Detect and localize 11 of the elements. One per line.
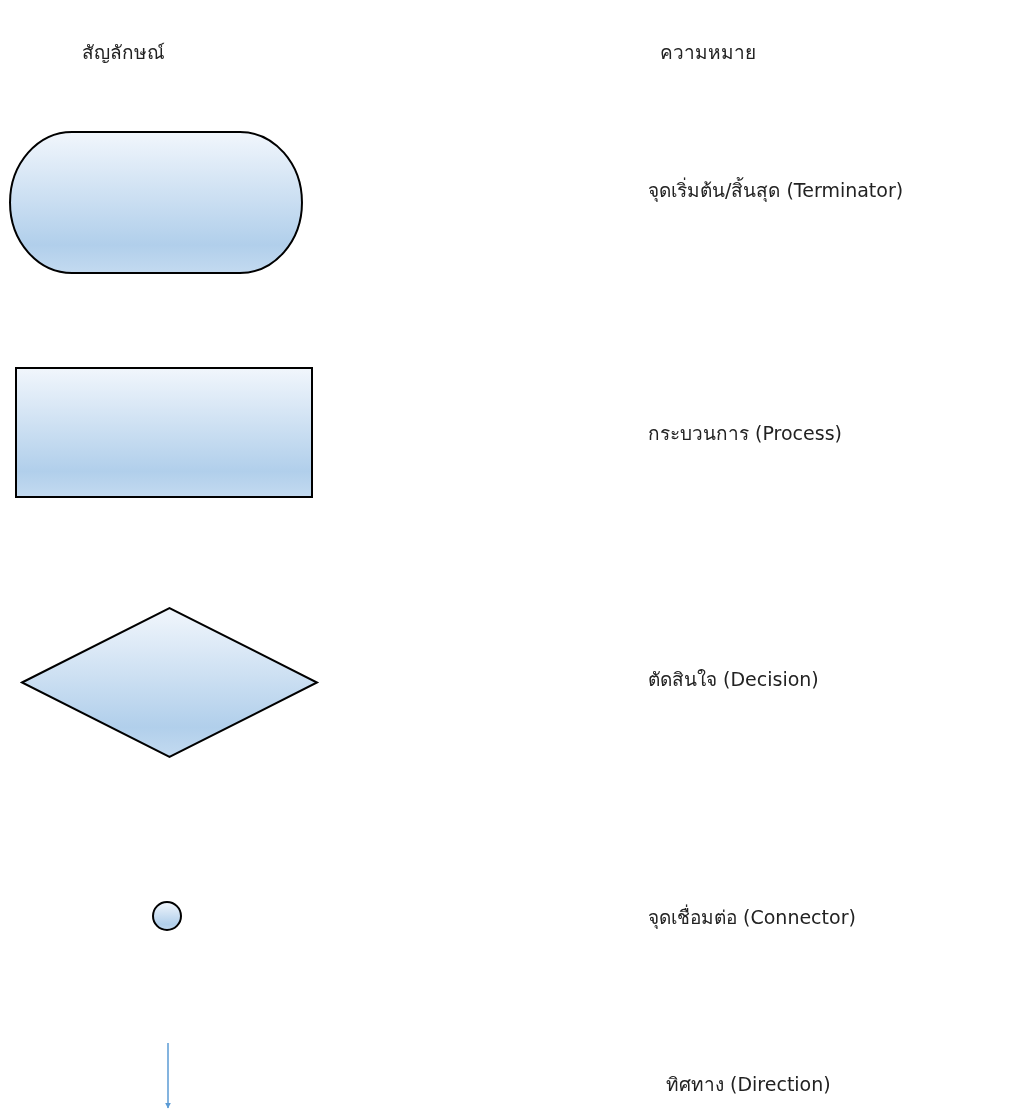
symbol-meaning: ทิศทาง (Direction) xyxy=(666,1072,831,1097)
column-header: ความหมาย xyxy=(660,40,756,65)
connector-symbol xyxy=(152,901,182,931)
terminator-symbol xyxy=(9,131,303,274)
symbol-meaning: จุดเชื่อมต่อ (Connector) xyxy=(648,905,856,930)
symbol-meaning: ตัดสินใจ (Decision) xyxy=(648,667,819,692)
column-header: สัญลักษณ์ xyxy=(82,40,165,65)
process-symbol xyxy=(15,367,313,498)
decision-symbol xyxy=(19,606,320,759)
symbol-meaning: จุดเริ่มต้น/สิ้นสุด (Terminator) xyxy=(648,178,904,203)
symbol-meaning: กระบวนการ (Process) xyxy=(648,421,842,446)
